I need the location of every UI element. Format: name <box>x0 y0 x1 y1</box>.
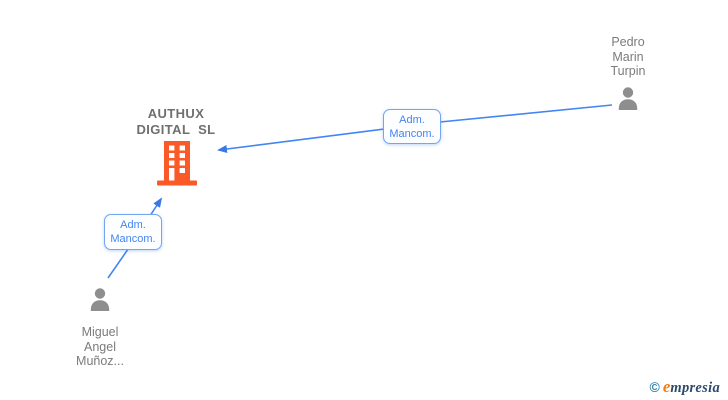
company-name-line2: DIGITAL SL <box>136 121 216 137</box>
person-name-label: Pedro Marin Turpin <box>583 35 673 79</box>
empresia-logo: empresia <box>663 377 720 397</box>
person-icon <box>85 286 115 316</box>
person-node-pedro-marin-turpin[interactable]: Pedro Marin Turpin <box>583 35 673 120</box>
person-name-line: Pedro <box>611 35 645 49</box>
empresia-watermark: © empresia <box>649 377 720 397</box>
person-name-line: Marin <box>612 49 644 64</box>
building-icon <box>156 141 198 186</box>
edge-label-line: Adm. <box>399 113 425 126</box>
company-name-line1: AUTHUX <box>147 106 205 121</box>
company-node-authux-digital[interactable] <box>156 141 198 186</box>
person-name-line: Angel <box>84 339 116 354</box>
edge-label-line: Mancom. <box>389 127 435 140</box>
logo-initial: e <box>662 377 671 396</box>
edge-label-adm-mancom-pedro: Adm. Mancom. <box>383 109 441 144</box>
logo-rest: mpresia <box>670 380 720 396</box>
person-node-miguel-angel-munoz[interactable]: Miguel Angel Muñoz... <box>55 286 145 369</box>
person-name-line: Turpin <box>610 64 646 78</box>
person-name-label: Miguel Angel Muñoz... <box>55 325 145 369</box>
person-icon <box>613 85 643 115</box>
person-name-line: Miguel <box>81 325 119 339</box>
copyright-icon: © <box>649 379 660 395</box>
company-name-label[interactable]: AUTHUX DIGITAL SL <box>111 106 241 137</box>
edge-label-adm-mancom-miguel: Adm. Mancom. <box>104 214 162 250</box>
edge-label-line: Adm. <box>120 219 146 231</box>
edge-label-line: Mancom. <box>110 233 156 245</box>
person-name-line: Muñoz... <box>76 354 124 368</box>
